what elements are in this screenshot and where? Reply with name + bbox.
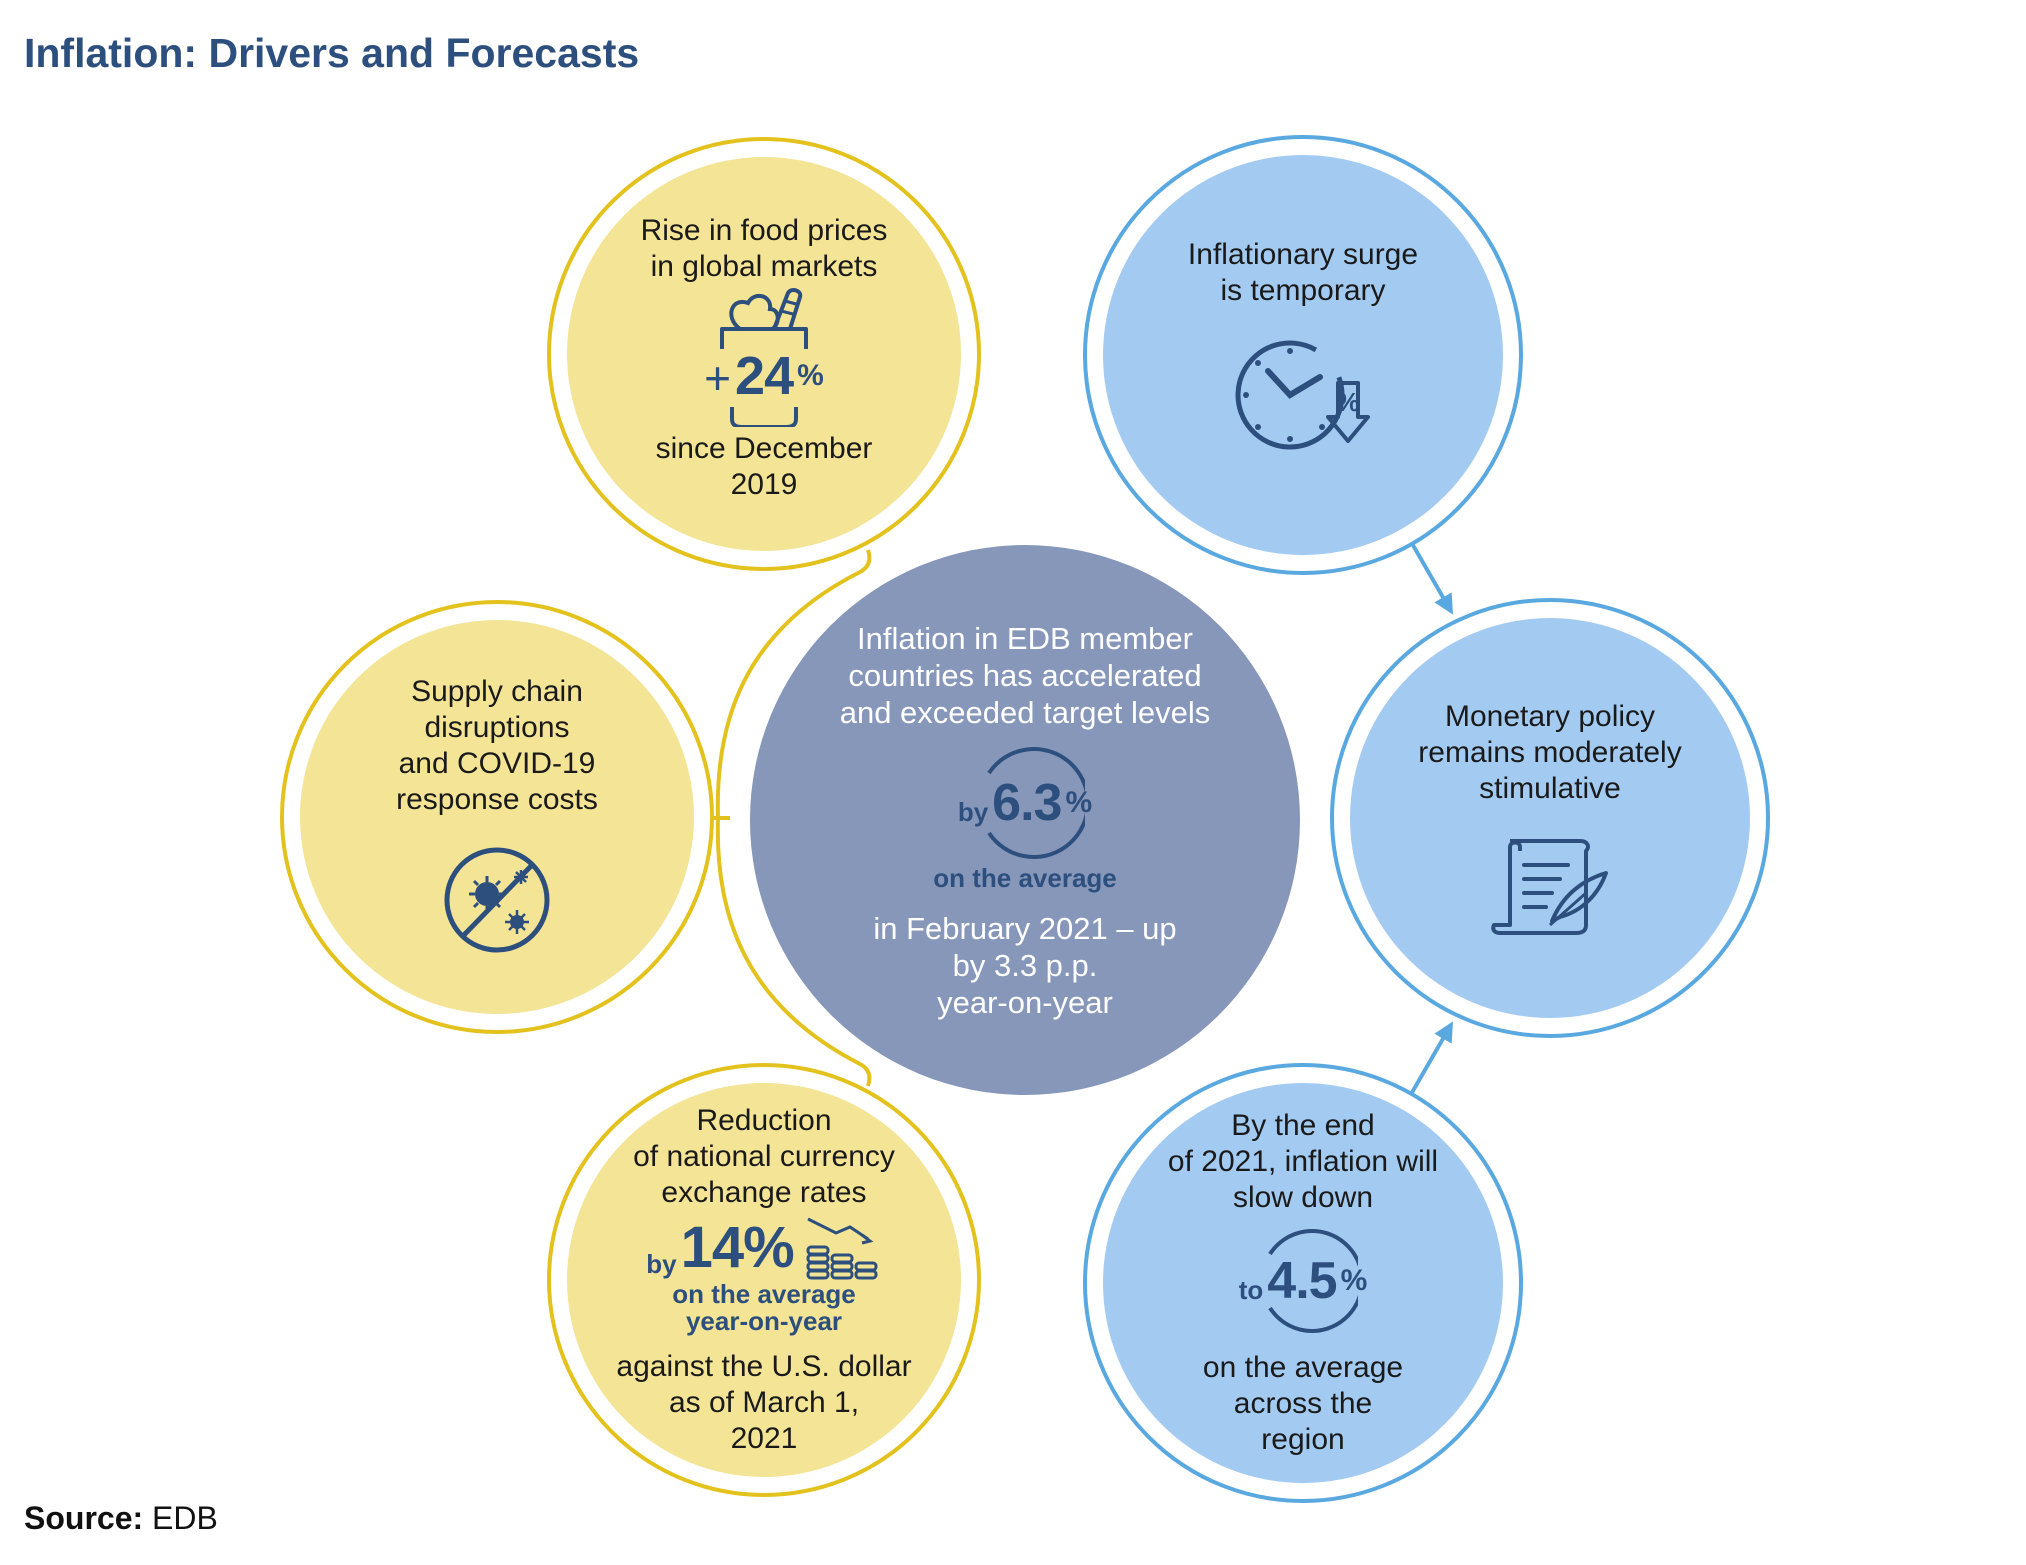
temporary-label: Inflationary surge is temporary [1187,238,1419,307]
grocery-bag-icon [720,288,808,427]
currency-label: Reduction of national currency exchange … [633,1104,895,1209]
currency-stat-value: 14% [680,1215,795,1280]
arrow-slowdown-to-policy [1408,1021,1453,1097]
slowdown-stat-value: 4.5 [1267,1252,1337,1310]
document-quill-icon [1491,839,1608,935]
source-note: Source: EDB [24,1500,218,1537]
center-headline: Inflation in EDB member countries has ac… [839,620,1211,730]
forecast-slowdown: By the end of 2021, inflation will slow … [1103,1083,1503,1483]
no-virus-icon [444,847,550,953]
slowdown-stat-prefix: to [1238,1275,1264,1305]
center-detail: in February 2021 – up by 3.3 p.p. year-o… [873,910,1177,1020]
supply-label: Supply chain disruptions and COVID-19 re… [396,675,598,816]
forecast-policy: Monetary policy remains moderately stimu… [1350,618,1750,1018]
slowdown-stat-unit: % [1340,1264,1368,1297]
policy-label: Monetary policy remains moderately stimu… [1418,700,1682,805]
currency-stat-prefix: by [646,1249,677,1279]
center-note: on the average [933,862,1117,893]
falling-coins-icon [806,1217,878,1280]
currency-note: on the average year-on-year [672,1279,856,1336]
slowdown-detail: on the average across the region [1202,1351,1404,1456]
food-note: since December 2019 [655,432,873,501]
food-label: Rise in food prices in global markets [640,214,888,283]
svg-text:%: % [1336,387,1359,417]
clock-percent-down-icon: % [1235,340,1370,450]
slowdown-stat-arc [1268,1229,1358,1333]
center-summary: Inflation in EDB member countries has ac… [750,545,1300,1095]
forecast-temporary: Inflationary surge is temporary % [1103,155,1503,555]
food-stat: + 24 % [654,349,874,403]
center-stat-unit: % [1065,785,1093,819]
food-stat-prefix: + [704,352,732,404]
driver-currency: Reduction of national currency exchange … [567,1083,961,1477]
center-stat-value: 6.3 [992,773,1062,832]
driver-supply-chain: Supply chain disruptions and COVID-19 re… [300,620,694,1014]
center-stat-prefix: by [957,796,989,827]
page-title: Inflation: Drivers and Forecasts [24,30,640,76]
currency-stat: by 14% [646,1215,881,1281]
slowdown-stat: to 4.5 % [1239,1255,1368,1307]
food-stat-block: + 24 % [654,287,874,427]
driver-food-prices: Rise in food prices in global markets + … [567,157,961,551]
slowdown-stat-block: to 4.5 % [1203,1226,1403,1336]
source-label: Source: [24,1500,144,1536]
food-stat-unit: % [797,359,824,392]
arrow-temporary-to-policy [1408,539,1453,615]
center-stat-block: by 6.3 % [925,743,1125,863]
center-stat-arc [987,746,1085,859]
slowdown-label: By the end of 2021, inflation will slow … [1167,1109,1439,1214]
food-stat-value: 24 [735,346,794,406]
currency-detail: against the U.S. dollar as of March 1, 2… [616,1350,912,1455]
center-stat: by 6.3 % [958,777,1092,829]
source-value: EDB [152,1500,218,1536]
